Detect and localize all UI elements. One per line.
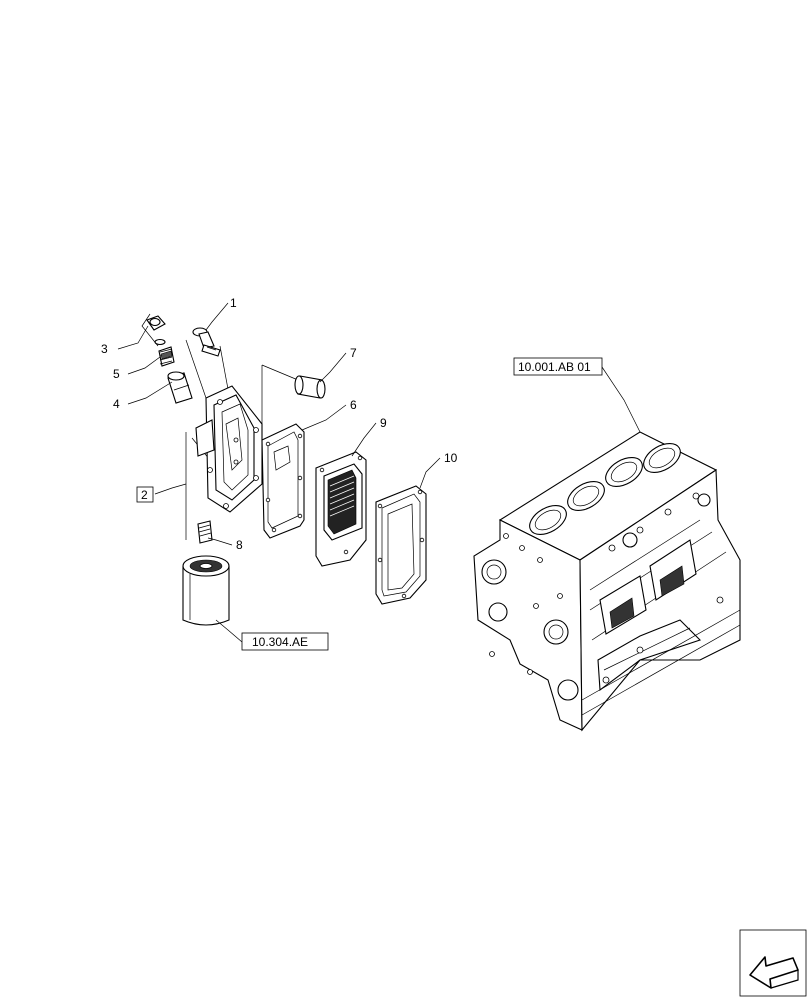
callout-6: 6	[350, 398, 357, 412]
reference-oil-filter[interactable]: 10.304.AE	[241, 632, 329, 651]
spring-part[interactable]	[158, 346, 175, 367]
callout-10: 10	[444, 451, 458, 465]
valve-part[interactable]	[167, 371, 193, 404]
plug-part[interactable]	[146, 315, 166, 331]
callout-3: 3	[101, 342, 108, 356]
tube-part[interactable]	[294, 375, 326, 399]
callout-2: 2	[141, 488, 148, 502]
gasket-part[interactable]	[261, 423, 305, 539]
engine-block-part[interactable]	[473, 431, 741, 732]
callout-8: 8	[236, 538, 243, 552]
callout-1: 1	[230, 296, 237, 310]
callout-9: 9	[380, 416, 387, 430]
assembly-guide-lines	[141, 313, 299, 540]
callout-4: 4	[113, 397, 120, 411]
oil-cooler-core-part[interactable]	[315, 451, 367, 567]
oil-cooler-housing[interactable]	[195, 385, 263, 513]
cooler-gasket-part[interactable]	[375, 485, 427, 605]
reference-engine-block[interactable]: 10.001.AB 01	[513, 357, 603, 376]
reference-engine-block-label: 10.001.AB 01	[518, 360, 591, 374]
leader-lines	[117, 302, 641, 643]
callout-5: 5	[113, 367, 120, 381]
oil-filter-part[interactable]	[182, 555, 230, 626]
bolt-part[interactable]	[192, 327, 221, 357]
previous-page-arrow-icon[interactable]	[739, 929, 807, 997]
reference-oil-filter-label: 10.304.AE	[252, 635, 308, 649]
callout-7: 7	[350, 346, 357, 360]
threaded-nipple-part[interactable]	[197, 520, 213, 544]
callout-2-box[interactable]: 2	[136, 486, 154, 503]
